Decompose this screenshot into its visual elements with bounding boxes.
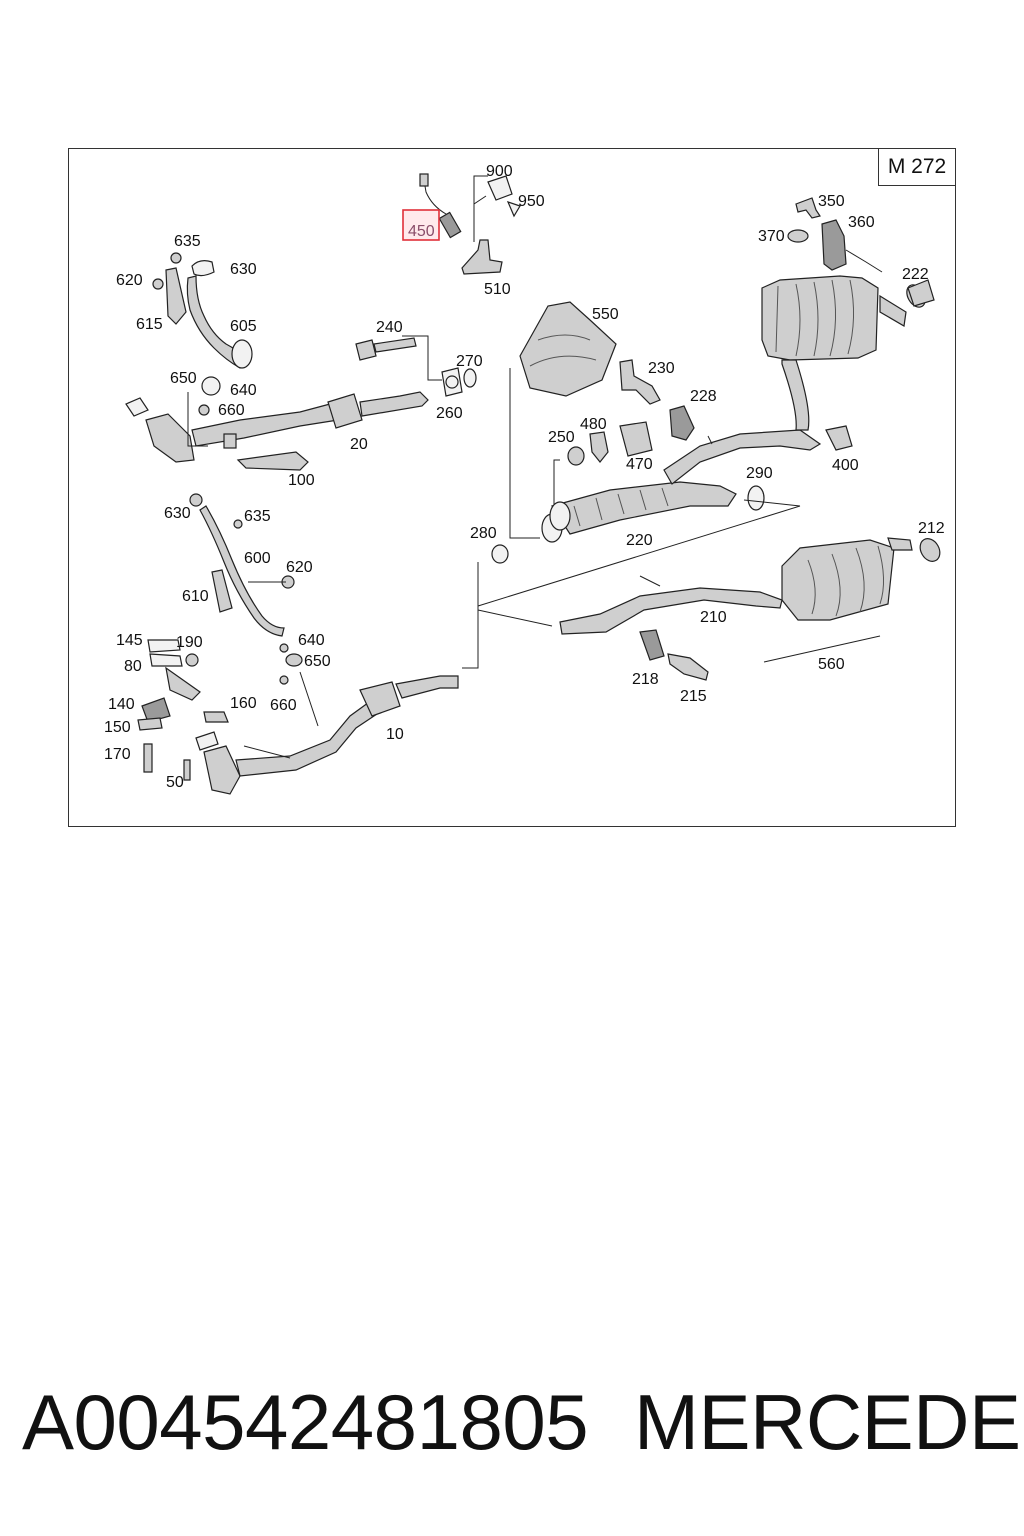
brand-name: MERCEDES <box>634 1378 1024 1466</box>
callout-620: 620 <box>116 272 143 289</box>
callout-610: 610 <box>182 588 209 605</box>
callout-50: 50 <box>166 774 184 791</box>
callout-218: 218 <box>632 671 659 688</box>
callout-140: 140 <box>108 696 135 713</box>
callout-650: 650 <box>170 370 197 387</box>
callout-150: 150 <box>104 719 131 736</box>
callout-550: 550 <box>592 306 619 323</box>
callout-260: 260 <box>436 405 463 422</box>
callout-222: 222 <box>902 266 929 283</box>
callout-20: 20 <box>350 436 368 453</box>
highlight-box-450 <box>402 209 440 241</box>
callout-660: 660 <box>218 402 245 419</box>
callout-615: 615 <box>136 316 163 333</box>
engine-code-badge: M 272 <box>878 148 956 186</box>
callout-labels: 900 950 450 510 350 360 370 222 635 630 … <box>104 163 945 791</box>
callout-640: 640 <box>230 382 257 399</box>
callout-270: 270 <box>456 353 483 370</box>
callout-600: 600 <box>244 550 271 567</box>
callout-360: 360 <box>848 214 875 231</box>
callout-650b: 650 <box>304 653 331 670</box>
callout-280: 280 <box>470 525 497 542</box>
callout-80: 80 <box>124 658 142 675</box>
callout-10: 10 <box>386 726 404 743</box>
callout-230: 230 <box>648 360 675 377</box>
callout-215: 215 <box>680 688 707 705</box>
callout-900: 900 <box>486 163 513 180</box>
callout-620b: 620 <box>286 559 313 576</box>
callout-510: 510 <box>484 281 511 298</box>
oxygen-sensor-450[interactable] <box>419 173 462 239</box>
callout-160: 160 <box>230 695 257 712</box>
callout-630: 630 <box>230 261 257 278</box>
callout-350: 350 <box>818 193 845 210</box>
callout-450: 450 <box>408 223 435 240</box>
callout-635: 635 <box>174 233 201 250</box>
diagram-frame <box>68 148 956 827</box>
callout-190: 190 <box>176 634 203 651</box>
callout-950: 950 <box>518 193 545 210</box>
exhaust-system-diagram: 900 950 450 510 350 360 370 222 635 630 … <box>104 163 945 795</box>
callout-145: 145 <box>116 632 143 649</box>
callout-470: 470 <box>626 456 653 473</box>
callout-605: 605 <box>230 318 257 335</box>
bracket-510 <box>461 239 503 275</box>
callout-630b: 630 <box>164 505 191 522</box>
part-number: A004542481805 <box>22 1378 589 1466</box>
callout-290: 290 <box>746 465 773 482</box>
callout-560: 560 <box>818 656 845 673</box>
callout-220: 220 <box>626 532 653 549</box>
callout-660b: 660 <box>270 697 297 714</box>
callout-400: 400 <box>832 457 859 474</box>
callout-212: 212 <box>918 520 945 537</box>
callout-635b: 635 <box>244 508 271 525</box>
callout-250: 250 <box>548 429 575 446</box>
callout-210: 210 <box>700 609 727 626</box>
caption: A004542481805 MERCEDES <box>22 1372 1024 1472</box>
callout-240: 240 <box>376 319 403 336</box>
callout-640b: 640 <box>298 632 325 649</box>
callout-228: 228 <box>690 388 717 405</box>
callout-480: 480 <box>580 416 607 433</box>
callout-370: 370 <box>758 228 785 245</box>
callout-100: 100 <box>288 472 315 489</box>
callout-170: 170 <box>104 746 131 763</box>
